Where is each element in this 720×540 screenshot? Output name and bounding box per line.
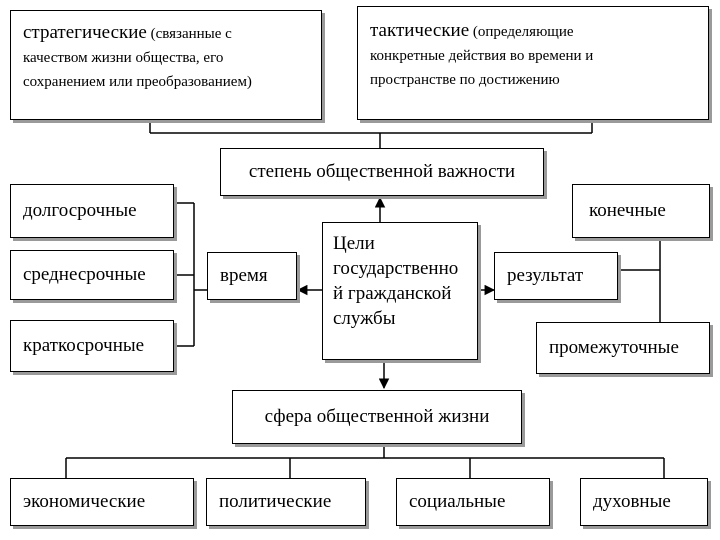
intermediate-box: промежуточные: [536, 322, 710, 374]
result-label: результат: [507, 265, 584, 286]
tactical-goals-box: тактические (определяющие конкретные дей…: [357, 6, 709, 120]
political-box: политические: [206, 478, 366, 526]
center-line-4: службы: [333, 308, 396, 329]
importance-box: степень общественной важности: [220, 148, 544, 196]
final-box: конечные: [572, 184, 710, 238]
sphere-label: сфера общественной жизни: [264, 406, 490, 427]
intermediate-label: промежуточные: [549, 337, 679, 358]
center-line-2: государственно: [333, 258, 459, 279]
center-goals-box: Цели государственно й гражданской службы: [322, 222, 478, 360]
result-box: результат: [494, 252, 618, 300]
time-box: время: [207, 252, 297, 300]
strategic-desc-1: (связанные с: [146, 26, 232, 42]
mid-term-label: среднесрочные: [23, 264, 146, 285]
economic-label: экономические: [23, 491, 146, 512]
time-label: время: [220, 265, 268, 286]
center-line-1: Цели: [333, 233, 375, 254]
sphere-box: сфера общественной жизни: [232, 390, 522, 444]
short-term-label: краткосрочные: [23, 335, 145, 356]
mid-term-box: среднесрочные: [10, 250, 174, 300]
strategic-desc-2: качеством жизни общества, его: [23, 50, 224, 66]
social-label: социальные: [409, 491, 506, 512]
long-term-box: долгосрочные: [10, 184, 174, 238]
spiritual-box: духовные: [580, 478, 708, 526]
tactical-desc-1: (определяющие: [469, 24, 574, 40]
tactical-desc-3: пространстве по достижению: [370, 72, 560, 88]
tactical-title: тактические: [370, 20, 470, 41]
short-term-box: краткосрочные: [10, 320, 174, 372]
strategic-title: стратегические: [23, 22, 147, 43]
economic-box: экономические: [10, 478, 194, 526]
importance-label: степень общественной важности: [248, 161, 516, 182]
spiritual-label: духовные: [593, 491, 671, 512]
strategic-desc-3: сохранением или преобразованием): [23, 74, 252, 90]
long-term-label: долгосрочные: [23, 200, 137, 221]
social-box: социальные: [396, 478, 550, 526]
political-label: политические: [219, 491, 332, 512]
final-label: конечные: [589, 200, 666, 221]
strategic-goals-box: стратегические (связанные с качеством жи…: [10, 10, 322, 120]
tactical-desc-2: конкретные действия во времени и: [370, 48, 594, 64]
center-line-3: й гражданской: [333, 283, 452, 304]
